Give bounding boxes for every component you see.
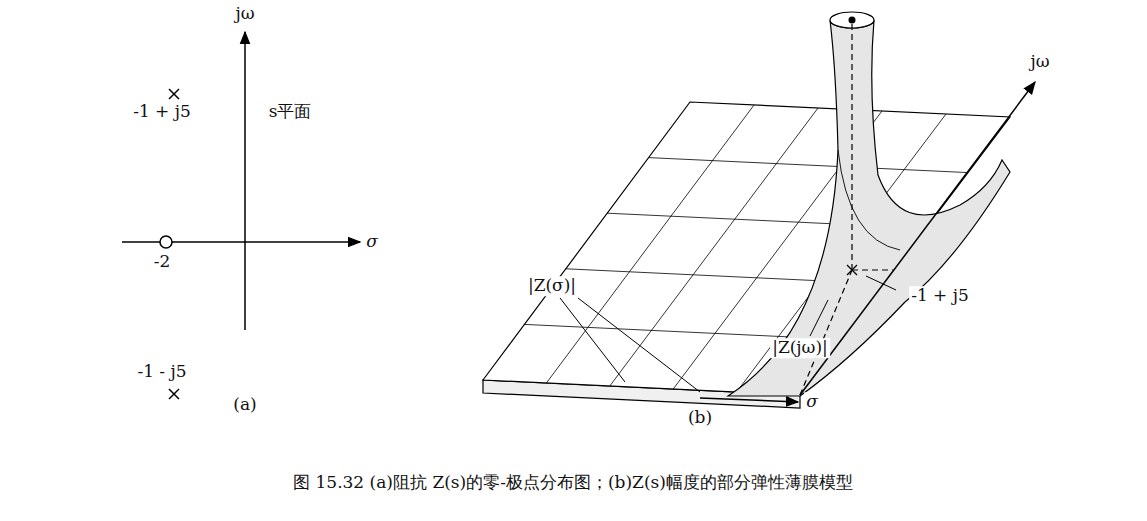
label: |Z(σ)| [526,276,578,296]
pole-mark [847,265,857,275]
leader-line [560,276,896,392]
label: jω [1028,52,1051,72]
pole-projection [800,270,852,395]
zero-mark [160,236,172,248]
sigma-axis [700,398,798,402]
label: σ [804,392,820,412]
surface-contour [838,150,900,250]
label: σ [364,232,380,252]
label: -1 - j5 [135,362,188,382]
pole-projection [852,269,893,270]
label: s平面 [267,102,314,122]
label: -1 + j5 [131,102,193,122]
label: -1 + j5 [909,286,971,306]
membrane-surface [728,20,1010,396]
sigma-axis [122,241,360,243]
pole-dot [849,17,856,24]
label: jω [233,4,256,24]
jw-axis [800,82,1035,395]
label: (a) [231,395,258,415]
label: -2 [152,252,173,272]
label: |Z(jω)| [770,338,830,358]
label: (b) [686,408,714,428]
jw-axis [244,32,246,330]
figure-caption: 图 15.32 (a)阻抗 Z(s)的零-极点分布图；(b)Z(s)幅度的部分弹… [293,471,853,494]
pole-projection [851,24,852,270]
